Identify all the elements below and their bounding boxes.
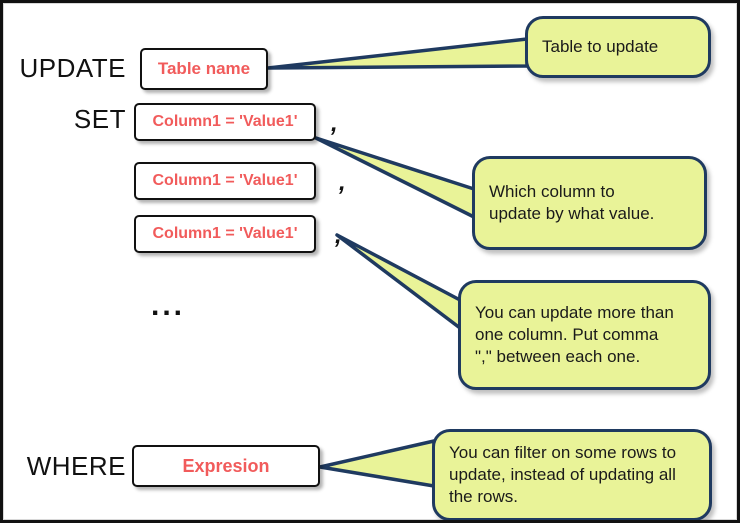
comma-separator-3: , xyxy=(335,222,342,249)
code-box-column-3[interactable]: Column1 = 'Value1' xyxy=(134,215,316,253)
callout-table-to-update[interactable]: Table to update xyxy=(525,16,711,78)
code-box-table-name-text: Table name xyxy=(157,59,251,78)
diagram-inner-frame: UPDATE SET WHERE Table name Column1 = 'V… xyxy=(3,3,737,520)
connector-update-to-callout-1 xyxy=(266,37,529,70)
code-box-column-3-text: Column1 = 'Value1' xyxy=(152,225,298,242)
code-box-expression[interactable]: Expresion xyxy=(132,445,320,487)
code-box-column-1-text: Column1 = 'Value1' xyxy=(152,113,298,130)
callout-filter-rows-text: You can filter on some rows to update, i… xyxy=(449,443,677,506)
code-box-expression-text: Expresion xyxy=(182,455,270,476)
callout-multiple-columns[interactable]: You can update more than one column. Put… xyxy=(458,280,711,390)
keyword-update: UPDATE xyxy=(19,53,126,83)
comma-separator-1: , xyxy=(331,110,338,137)
connector-where-to-callout-4 xyxy=(318,439,436,488)
callout-multiple-columns-text: You can update more than one column. Put… xyxy=(475,303,674,366)
code-box-column-1[interactable]: Column1 = 'Value1' xyxy=(134,103,316,141)
continuation-ellipsis: ... xyxy=(151,289,186,322)
connector-columns-to-callout-3 xyxy=(335,233,462,330)
code-box-column-2-text: Column1 = 'Value1' xyxy=(152,172,298,189)
code-box-table-name[interactable]: Table name xyxy=(140,48,268,90)
code-box-column-2[interactable]: Column1 = 'Value1' xyxy=(134,162,316,200)
callout-filter-rows[interactable]: You can filter on some rows to update, i… xyxy=(432,429,712,520)
callout-which-column-text: Which column to update by what value. xyxy=(489,182,655,223)
callout-table-to-update-text: Table to update xyxy=(542,37,659,57)
comma-separator-2: , xyxy=(339,169,346,196)
keyword-set: SET xyxy=(73,104,126,134)
callout-which-column[interactable]: Which column to update by what value. xyxy=(472,156,707,250)
keyword-where: WHERE xyxy=(26,451,126,481)
